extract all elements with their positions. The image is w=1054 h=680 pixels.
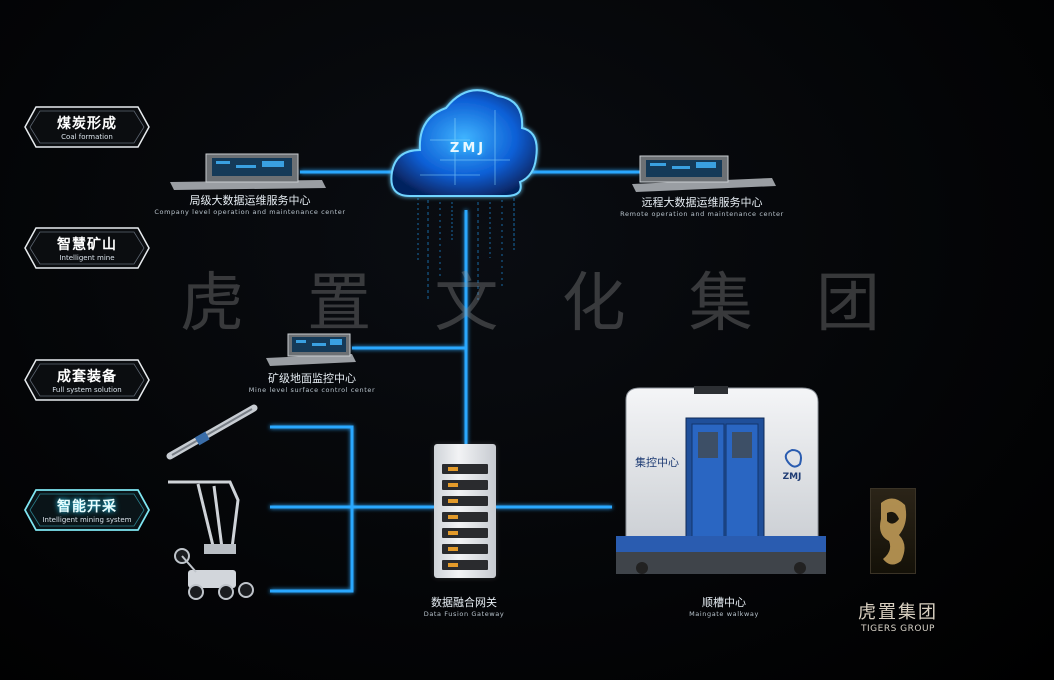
nav-sublabel: Intelligent mining system: [42, 516, 132, 524]
company-monitor-rack: [170, 153, 326, 190]
nav-sublabel: Full system solution: [52, 386, 122, 394]
mine-monitor-rack: [266, 333, 356, 366]
node-maingate-sublabel: Maingate walkway: [689, 610, 759, 618]
node-company[interactable]: 局级大数据运维服务中心 Company level operation and …: [140, 192, 360, 216]
nav-label: 智能开采: [57, 499, 117, 515]
nav-sublabel: Coal formation: [61, 133, 113, 141]
shearer-icon: [166, 404, 258, 460]
node-maingate-label: 顺槽中心: [702, 596, 746, 609]
gateway-rack[interactable]: [434, 444, 496, 578]
watermark-char: 集: [688, 267, 753, 341]
tigers-logo-text: 虎置集团 TIGERS GROUP: [848, 598, 948, 634]
control-center-brand: ZMJ: [782, 472, 802, 482]
nav-label: 智慧矿山: [57, 237, 117, 253]
watermark-char: 团: [815, 267, 880, 341]
node-company-label: 局级大数据运维服务中心: [189, 194, 311, 207]
logo-en: TIGERS GROUP: [861, 624, 935, 634]
node-company-sublabel: Company level operation and maintenance …: [154, 208, 346, 216]
watermark-char: 置: [307, 267, 372, 341]
node-gateway-label: 数据融合网关: [431, 596, 497, 609]
cloud-icon: [390, 89, 538, 197]
node-mine-sublabel: Mine level surface control center: [248, 386, 376, 394]
remote-monitor-rack: [632, 155, 776, 192]
node-remote-label: 远程大数据运维服务中心: [641, 196, 763, 209]
node-mine[interactable]: 矿级地面监控中心 Mine level surface control cent…: [222, 370, 402, 394]
nav-full-system-solution[interactable]: 成套装备 Full system solution: [24, 358, 150, 402]
node-gateway-sublabel: Data Fusion Gateway: [423, 610, 505, 618]
control-center-cabin[interactable]: 集控中心 ZMJ: [612, 384, 830, 580]
cloud-label: ZMJ: [449, 141, 487, 156]
node-remote[interactable]: 远程大数据运维服务中心 Remote operation and mainten…: [602, 194, 802, 218]
nav-sublabel: Intelligent mine: [59, 254, 115, 262]
zmj-brand-icon: [784, 448, 802, 468]
watermark-char: 文: [434, 267, 499, 341]
nav-intelligent-mine[interactable]: 智慧矿山 Intelligent mine: [24, 226, 150, 270]
node-maingate[interactable]: 顺槽中心 Maingate walkway: [664, 594, 784, 618]
nav-coal-formation[interactable]: 煤炭形成 Coal formation: [24, 105, 150, 149]
nav-label: 煤炭形成: [57, 116, 117, 132]
logo-zh: 虎置集团: [858, 602, 938, 623]
watermark: 虎 置 文 化 集 团: [180, 252, 880, 344]
tigers-logo-icon: [870, 488, 916, 574]
carrier-icon: [174, 548, 254, 600]
watermark-char: 虎: [180, 267, 244, 341]
nav-label: 成套装备: [57, 369, 117, 385]
control-center-title: 集控中心: [635, 456, 679, 469]
roof-support-icon: [168, 480, 240, 554]
node-gateway[interactable]: 数据融合网关 Data Fusion Gateway: [404, 594, 524, 618]
watermark-char: 化: [561, 267, 626, 341]
node-mine-label: 矿级地面监控中心: [268, 372, 356, 385]
line-equip-bus: [270, 425, 354, 593]
nav-intelligent-mining-system[interactable]: 智能开采 Intelligent mining system: [24, 488, 150, 532]
node-remote-sublabel: Remote operation and maintenance center: [620, 210, 784, 218]
